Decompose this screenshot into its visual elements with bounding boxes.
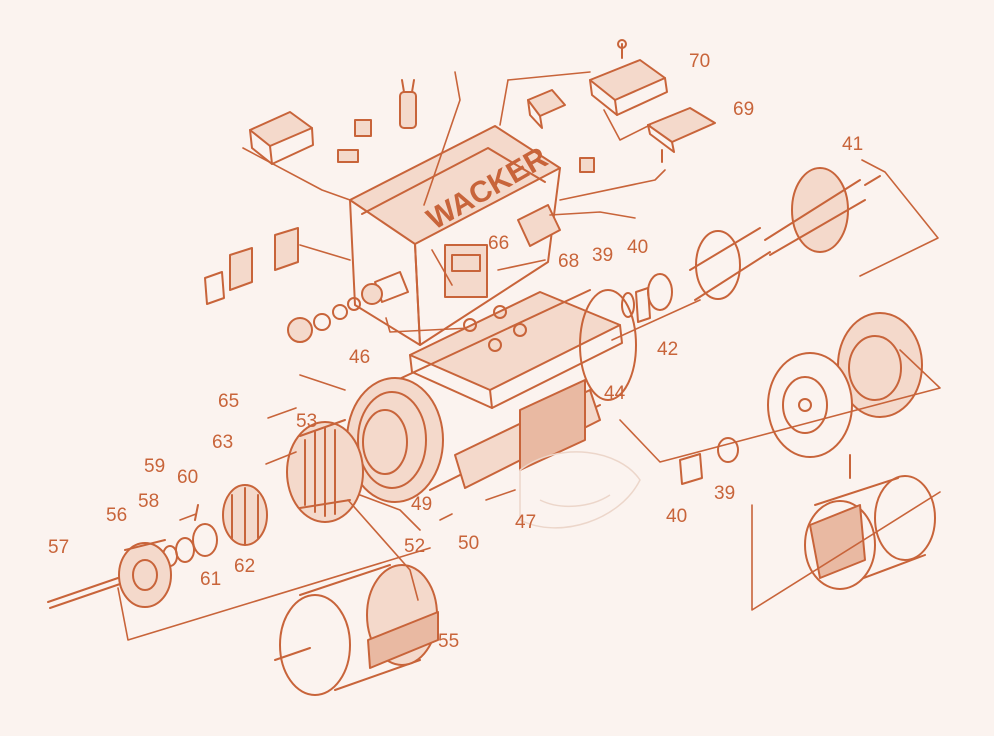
part-label-62: 62 (234, 556, 256, 577)
part-label-60: 60 (177, 467, 199, 488)
watermark (519, 451, 641, 529)
part-label-55: 55 (438, 631, 460, 652)
stator-winding-46 (346, 377, 444, 503)
leader-lines-top (242, 71, 666, 333)
hub-parts (162, 504, 218, 567)
bearing-39-bottom (717, 437, 739, 463)
terminal-block-70 (589, 39, 668, 116)
leader-lines-mid (117, 374, 431, 641)
part-label-63: 63 (212, 432, 234, 453)
part-label-61: 61 (200, 569, 222, 590)
shaft-57 (47, 577, 121, 609)
bearing-39-top (621, 292, 635, 318)
capacitor (399, 79, 417, 129)
socket-assembly (287, 283, 383, 343)
part-label-49: 49 (411, 494, 433, 515)
terminal-plate-69 (647, 107, 716, 163)
part-label-46: 46 (349, 347, 371, 368)
leader-lines-right (611, 159, 941, 611)
cover-plates (204, 227, 299, 305)
clip-40-bottom (679, 453, 703, 485)
armature-41 (647, 167, 881, 311)
end-bell-56 (118, 539, 172, 608)
control-box-components (374, 204, 561, 303)
generator-frame (379, 289, 637, 491)
clip-40-top (635, 287, 651, 323)
exciter-62 (222, 484, 268, 546)
relay-module (527, 89, 566, 129)
part-label-57: 57 (48, 537, 70, 558)
part-label-66: 66 (488, 233, 510, 254)
part-label-44: 44 (604, 383, 626, 404)
part-label-68: 68 (558, 251, 580, 272)
part-label-65: 65 (218, 391, 240, 412)
part-label-58: 58 (138, 491, 160, 512)
part-label-42: 42 (657, 339, 679, 360)
part-label-39-top: 39 (592, 245, 614, 266)
screws-left (179, 407, 516, 521)
switch-block-left (249, 111, 314, 165)
part-label-39-bottom: 39 (714, 483, 736, 504)
part-label-40-top: 40 (627, 237, 649, 258)
part-label-40-bottom: 40 (666, 506, 688, 527)
part-label-56: 56 (106, 505, 128, 526)
part-label-50: 50 (458, 533, 480, 554)
cover-55 (274, 564, 439, 696)
fan-housing (767, 352, 853, 458)
part-label-59: 59 (144, 456, 166, 477)
part-label-52: 52 (404, 536, 426, 557)
part-label-41: 41 (842, 134, 864, 155)
part-label-47: 47 (515, 512, 537, 533)
rotor-53 (286, 419, 364, 523)
part-label-70: 70 (689, 51, 711, 72)
end-cover-right (804, 454, 936, 590)
part-label-69: 69 (733, 99, 755, 120)
small-switches (337, 119, 595, 173)
part-label-53: 53 (296, 411, 318, 432)
